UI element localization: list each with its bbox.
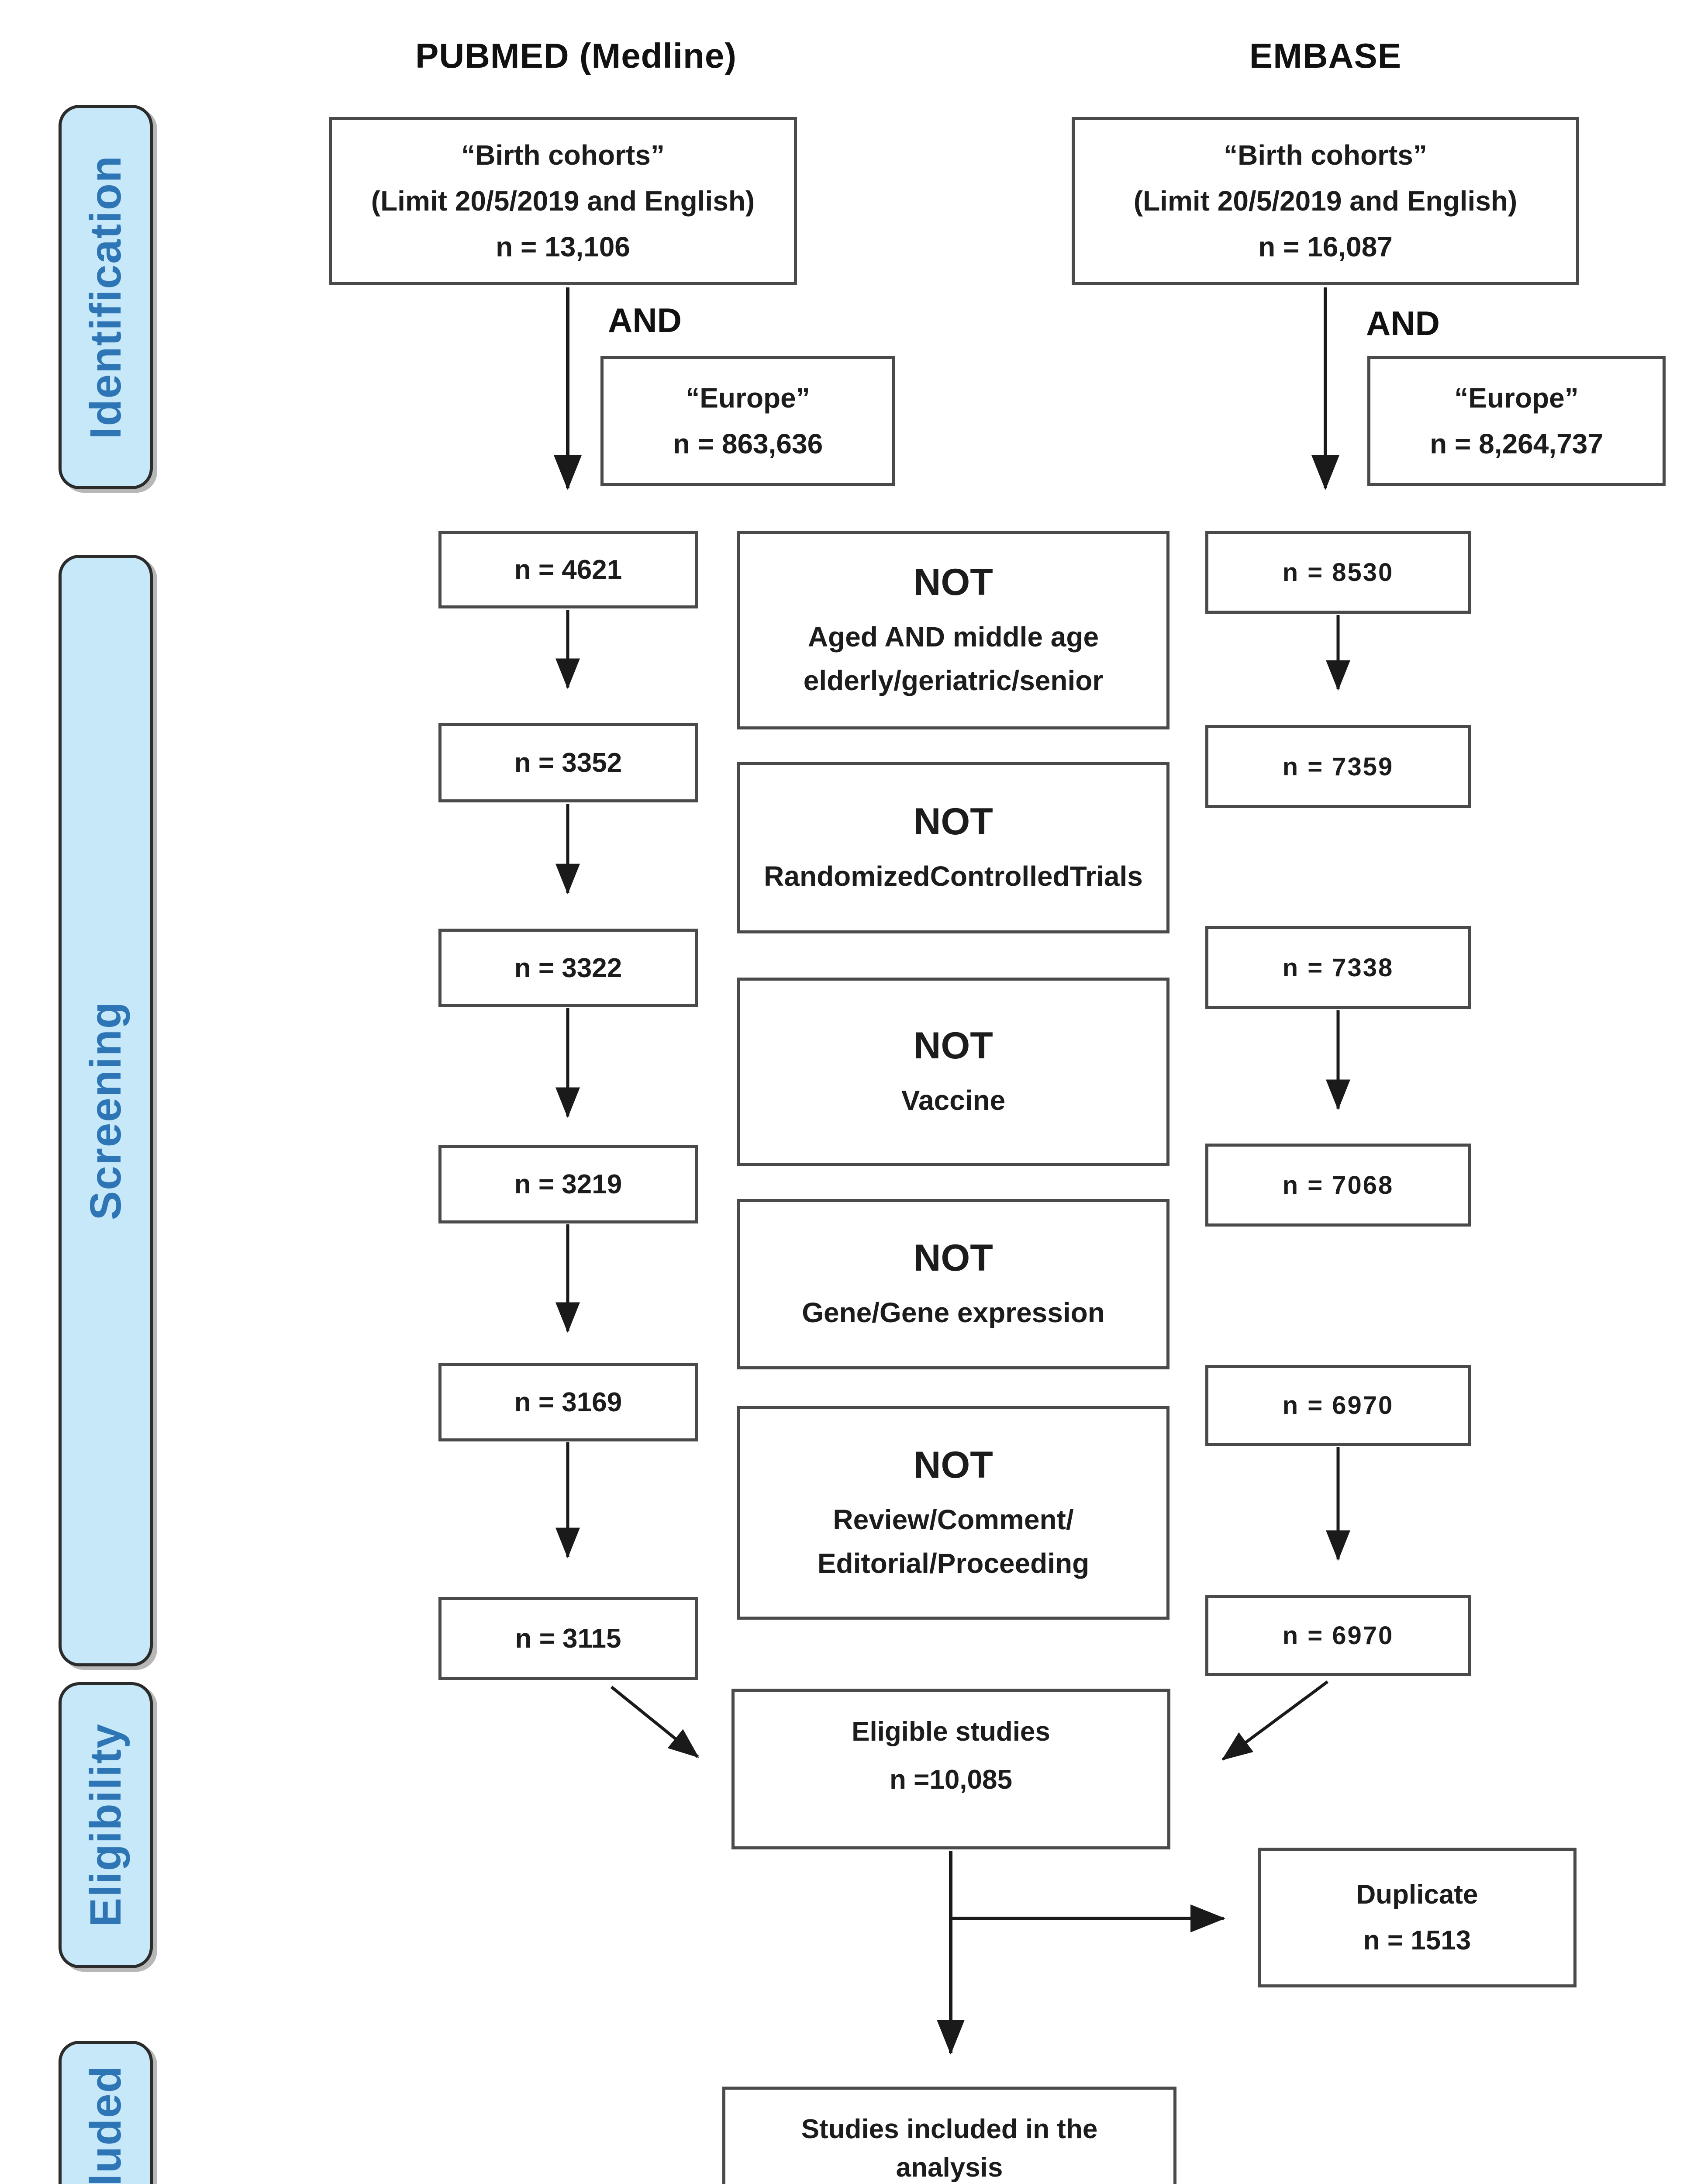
eligible-title: Eligible studies: [852, 1717, 1050, 1747]
not-line: RandomizedControlledTrials: [764, 860, 1143, 892]
not-line: Aged AND middle age: [807, 621, 1099, 653]
pubmed-europe-box: “Europe” n = 863,636: [600, 356, 895, 486]
embase-count-box-4: n = 7068: [1205, 1144, 1471, 1227]
eligible-studies-box: Eligible studies n =10,085: [731, 1689, 1170, 1849]
count-value: n = 3115: [515, 1623, 621, 1654]
not-title: NOT: [914, 1444, 993, 1486]
column-header-embase: EMBASE: [1249, 36, 1402, 75]
count-value: n = 7068: [1282, 1171, 1394, 1199]
eligible-count: n =10,085: [890, 1765, 1012, 1795]
embase-source-query: “Birth cohorts”: [1224, 139, 1427, 171]
embase-europe-box: “Europe” n = 8,264,737: [1367, 356, 1666, 486]
embase-europe-term: “Europe”: [1454, 382, 1579, 414]
count-value: n = 3169: [514, 1387, 622, 1417]
pubmed-count-box-4: n = 3219: [438, 1145, 698, 1223]
embase-count-box-6: n = 6970: [1205, 1595, 1471, 1676]
included-line-1: Studies included in the: [801, 2114, 1098, 2144]
not-line: Review/Comment/: [833, 1503, 1074, 1535]
pubmed-source-query: “Birth cohorts”: [461, 139, 665, 171]
count-value: n = 3322: [514, 953, 622, 983]
stage-band-identification: Identification: [59, 105, 153, 489]
not-line: Editorial/Proceeding: [817, 1547, 1090, 1579]
duplicate-box: Duplicate n = 1513: [1258, 1848, 1577, 1987]
not-title: NOT: [914, 801, 993, 843]
not-title: NOT: [914, 1237, 993, 1279]
pubmed-count-box-3: n = 3322: [438, 929, 698, 1007]
count-value: n = 4621: [514, 554, 622, 585]
embase-count-box-2: n = 7359: [1205, 725, 1471, 808]
embase-count-box-5: n = 6970: [1205, 1365, 1471, 1446]
pubmed-count-box-5: n = 3169: [438, 1363, 698, 1441]
duplicate-count: n = 1513: [1363, 1925, 1471, 1956]
embase-count-box-1: n = 8530: [1205, 531, 1471, 614]
embase-source-limit: (Limit 20/5/2019 and English): [1133, 185, 1518, 217]
not-title: NOT: [914, 561, 993, 603]
pubmed-source-limit: (Limit 20/5/2019 and English): [371, 185, 755, 217]
and-operator-embase: AND: [1366, 304, 1440, 342]
count-value: n = 6970: [1282, 1621, 1394, 1650]
pubmed-europe-term: “Europe”: [686, 382, 810, 414]
not-line: elderly/geriatric/senior: [803, 664, 1104, 696]
pubmed-count-box-2: n = 3352: [438, 723, 698, 802]
count-value: n = 7359: [1282, 752, 1394, 781]
not-line: Vaccine: [901, 1085, 1006, 1116]
count-value: n = 7338: [1282, 953, 1394, 982]
pubmed-source-count: n = 13,106: [496, 231, 630, 263]
duplicate-title: Duplicate: [1356, 1880, 1478, 1910]
pubmed-count-box-1: n = 4621: [438, 531, 698, 608]
count-value: n = 3352: [514, 747, 622, 778]
embase-source-box: “Birth cohorts” (Limit 20/5/2019 and Eng…: [1072, 117, 1579, 285]
count-value: n = 3219: [514, 1169, 622, 1199]
embase-europe-count: n = 8,264,737: [1430, 428, 1603, 460]
stage-band-eligibility: Eligibility: [59, 1682, 153, 1968]
stage-band-screening: Screening: [59, 555, 153, 1666]
not-filter-box-1: NOT Aged AND middle age elderly/geriatri…: [737, 531, 1170, 729]
column-header-pubmed: PUBMED (Medline): [415, 36, 737, 75]
flow-arrow-6970-to-eligible: [1221, 1680, 1329, 1761]
not-filter-box-2: NOT RandomizedControlledTrials: [737, 762, 1170, 933]
flow-arrow-3115-to-eligible: [610, 1686, 699, 1758]
and-operator-pubmed: AND: [608, 301, 682, 339]
pubmed-count-box-6: n = 3115: [438, 1597, 698, 1680]
included-line-2: analysis: [896, 2153, 1003, 2183]
count-value: n = 6970: [1282, 1391, 1394, 1420]
embase-count-box-3: n = 7338: [1205, 926, 1471, 1009]
not-title: NOT: [914, 1025, 993, 1067]
not-line: Gene/Gene expression: [802, 1297, 1105, 1328]
not-filter-box-4: NOT Gene/Gene expression: [737, 1199, 1170, 1369]
stage-band-included: Included: [59, 2041, 153, 2184]
included-studies-box: Studies included in the analysis n = 857…: [722, 2087, 1176, 2184]
not-filter-box-3: NOT Vaccine: [737, 978, 1170, 1166]
embase-source-count: n = 16,087: [1258, 231, 1393, 263]
pubmed-europe-count: n = 863,636: [673, 428, 823, 460]
not-filter-box-5: NOT Review/Comment/ Editorial/Proceeding: [737, 1406, 1170, 1620]
pubmed-source-box: “Birth cohorts” (Limit 20/5/2019 and Eng…: [329, 117, 797, 285]
count-value: n = 8530: [1282, 558, 1394, 587]
